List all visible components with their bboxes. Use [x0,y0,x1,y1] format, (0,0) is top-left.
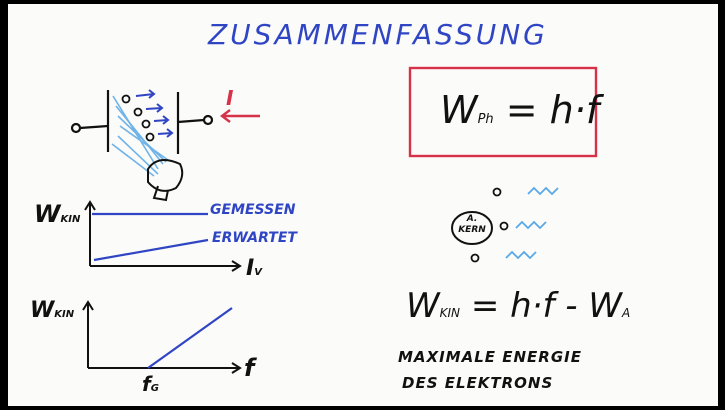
electron-arrows [135,89,174,138]
sketch-layer [70,66,598,374]
electrons [121,94,155,142]
expected-label: ERWARTET [212,230,297,246]
photon-formula-box [408,66,598,158]
lamp-icon [147,159,184,202]
atom-nucleus [451,211,493,245]
kinetic-energy-line [147,307,233,369]
caption-line-1: MAXIMALE ENERGIE [398,348,582,366]
atom-electrons [470,187,509,263]
graph2-x-label: f [244,354,255,382]
photon-energy-formula: WPh = h·f [440,88,600,132]
photocell-drawing [70,90,214,154]
graph1-x-label: IV [246,256,262,281]
light-rays [111,95,169,177]
threshold-frequency-label: fG [142,372,159,396]
page-title: ZUSAMMENFASSUNG [208,18,548,51]
atom-nucleus-label: A. KERN [458,214,486,235]
current-label: I [226,86,234,110]
left-terminal [70,122,82,134]
graph1-axes [84,200,242,272]
whiteboard: ZUSAMMENFASSUNG I WKIN GEMESSEN ERWARTET… [8,4,718,406]
kinetic-energy-formula: WKIN = h·f - WA [406,286,631,326]
incoming-photons [505,186,559,260]
left-wire [79,124,109,130]
graph2-y-label: WKIN [30,298,75,323]
right-terminal [202,114,214,126]
graph2-axes [82,300,242,374]
measured-label: GEMESSEN [210,202,296,218]
graph1-y-label: WKIN [34,200,81,228]
caption-line-2: DES ELEKTRONS [402,374,554,392]
right-wire [177,118,205,124]
expected-line [93,238,209,262]
current-arrow [220,109,260,123]
